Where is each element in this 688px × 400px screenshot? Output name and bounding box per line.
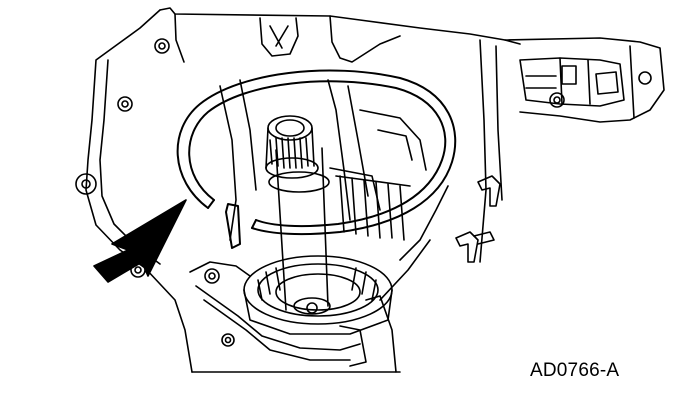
bolt-bosses	[75, 38, 235, 347]
planetary-gear-assembly	[243, 255, 393, 335]
case-lower-rail	[189, 185, 449, 373]
case-housing	[85, 7, 665, 373]
pointer-arrow	[93, 199, 187, 283]
retaining-clips	[455, 175, 501, 263]
snap-ring	[176, 69, 457, 249]
input-shaft	[265, 115, 331, 315]
case-internal-ribs	[219, 79, 427, 241]
figure-code-label: AD0766-A	[530, 360, 620, 381]
